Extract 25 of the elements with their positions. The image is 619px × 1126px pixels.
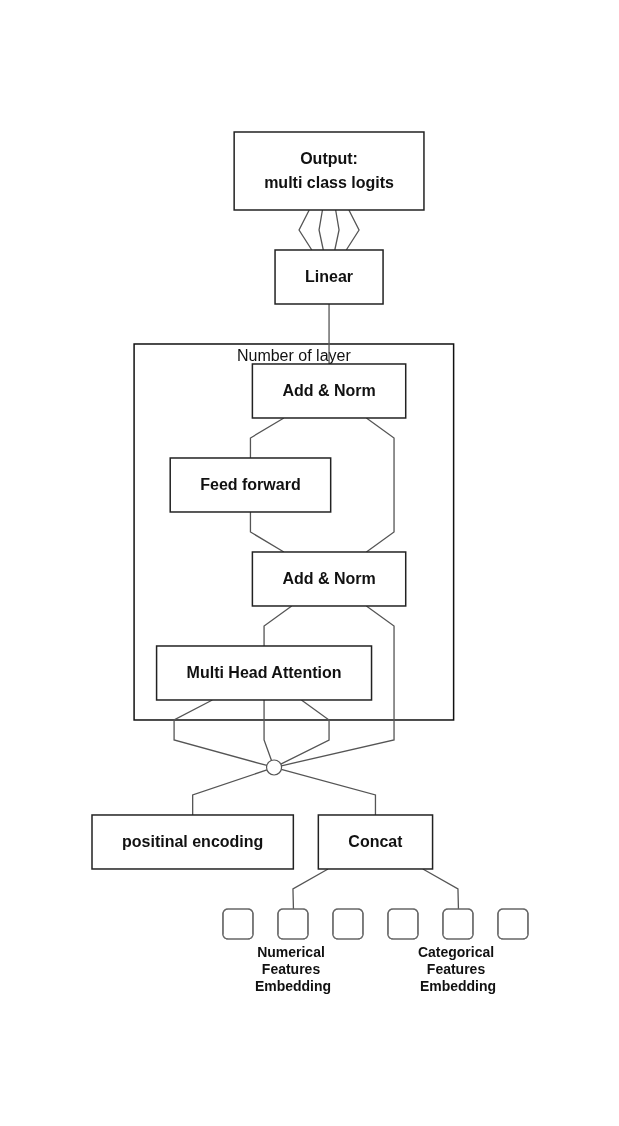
connector [280,768,376,816]
connector [172,699,267,767]
connector [262,605,292,647]
node-circle [265,759,282,776]
connector [279,699,330,765]
connector [280,605,395,767]
node-box: Concat [317,814,433,870]
connector [291,868,329,911]
connector [333,209,340,251]
connector [262,699,272,762]
connector [249,417,285,459]
caption-text: Categorical Features Embedding [417,944,496,994]
node-box: Feed forward [169,457,331,513]
connector [249,511,285,553]
connector [191,769,268,816]
caption-text: Numerical Features Embedding [254,944,331,994]
connector [317,209,324,251]
node-box: Multi Head Attention [155,645,372,701]
node-box: Output: multi class logits [232,131,425,211]
node-box: Linear [273,249,384,305]
connector [327,303,330,365]
node-box: Add & Norm [251,363,406,419]
connector [365,417,395,553]
node-box: Add & Norm [251,551,406,607]
node-box: positinal encoding [90,814,294,870]
